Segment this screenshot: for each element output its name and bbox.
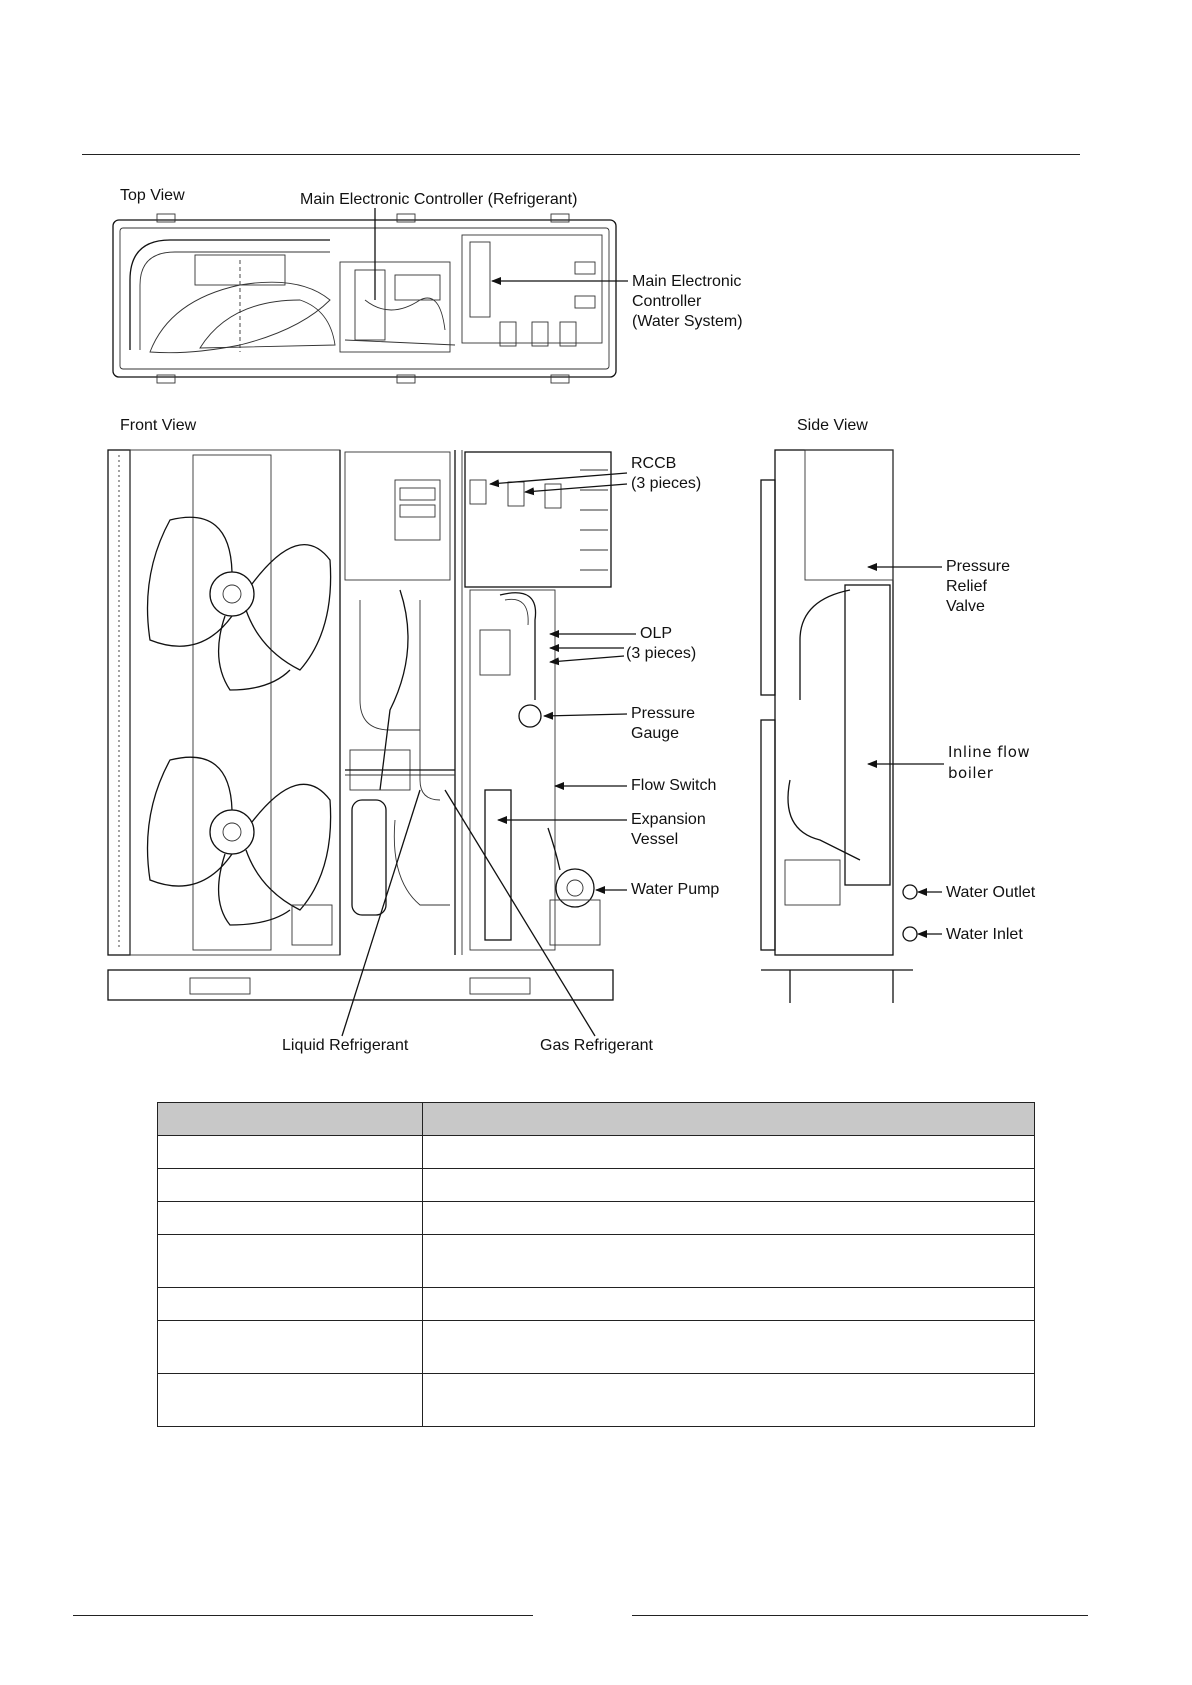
table-cell <box>157 1168 423 1202</box>
table-cell <box>157 1320 423 1374</box>
table-cell <box>422 1287 1035 1321</box>
front-view-electrical-box <box>344 451 612 588</box>
table-cell <box>422 1373 1035 1427</box>
table-header-row <box>157 1102 1035 1136</box>
front-view-base <box>107 969 614 1001</box>
table-cell <box>422 1135 1035 1169</box>
table-header-cell <box>157 1102 423 1136</box>
table-row <box>157 1168 1035 1202</box>
front-view-upper-fan <box>146 516 332 691</box>
side-view: Side View Pressure Relief Valve Inline f… <box>760 417 1036 1003</box>
spec-table <box>157 1102 1035 1427</box>
label-expansion-vessel-1: Expansion <box>631 811 706 828</box>
label-water-pump: Water Pump <box>631 881 719 898</box>
top-view-mounting-tabs <box>156 213 570 384</box>
label-olp-2: (3 pieces) <box>626 645 696 662</box>
front-view: Front View <box>107 417 719 1054</box>
table-cell <box>157 1287 423 1321</box>
label-flow-switch: Flow Switch <box>631 777 716 794</box>
label-liquid-refrigerant: Liquid Refrigerant <box>282 1037 409 1054</box>
table-cell <box>157 1234 423 1288</box>
front-view-lower-fan <box>146 756 332 926</box>
label-inline-boiler-2: boiler <box>948 764 994 782</box>
label-olp-1: OLP <box>640 625 672 642</box>
label-gas-refrigerant: Gas Refrigerant <box>540 1037 653 1054</box>
label-inline-boiler-1: Inline flow <box>948 743 1030 761</box>
label-pressure-gauge-1: Pressure <box>631 705 695 722</box>
table-row <box>157 1135 1035 1169</box>
label-pressure-relief-2: Relief <box>946 578 987 595</box>
top-view-refrigerant-controller <box>339 261 456 353</box>
header-rule <box>82 154 1080 155</box>
side-view-body <box>774 449 894 956</box>
front-view-refrigerant-piping <box>291 589 455 946</box>
label-main-controller-water-1: Main Electronic <box>632 273 741 290</box>
table-cell <box>422 1168 1035 1202</box>
label-main-controller-water-2: Controller <box>632 293 702 310</box>
table-cell <box>422 1320 1035 1374</box>
table-cell <box>422 1201 1035 1235</box>
label-water-inlet: Water Inlet <box>946 926 1023 943</box>
label-pressure-gauge-2: Gauge <box>631 725 679 742</box>
label-rccb-1: RCCB <box>631 455 676 472</box>
footer-rule-right <box>632 1615 1088 1616</box>
footer-rule-left <box>73 1615 533 1616</box>
table-header-cell <box>422 1102 1035 1136</box>
label-expansion-vessel-2: Vessel <box>631 831 678 848</box>
table-row <box>157 1373 1035 1427</box>
side-view-inline-boiler <box>844 584 891 886</box>
table-row <box>157 1287 1035 1321</box>
table-cell <box>422 1234 1035 1288</box>
front-view-title: Front View <box>120 417 197 434</box>
label-main-controller-water-3: (Water System) <box>632 313 743 330</box>
side-view-title: Side View <box>797 417 868 434</box>
top-view-title: Top View <box>120 187 185 204</box>
table-cell <box>157 1373 423 1427</box>
label-rccb-2: (3 pieces) <box>631 475 701 492</box>
label-water-outlet: Water Outlet <box>946 884 1036 901</box>
table-row <box>157 1320 1035 1374</box>
top-view: Top View <box>112 187 743 384</box>
table-row <box>157 1234 1035 1288</box>
top-view-water-controller <box>461 234 603 347</box>
table-cell <box>157 1201 423 1235</box>
front-view-water-section <box>469 589 601 951</box>
top-view-casing <box>112 219 617 378</box>
table-row <box>157 1201 1035 1235</box>
label-main-controller-refrigerant: Main Electronic Controller (Refrigerant) <box>300 191 577 208</box>
unit-component-diagram: Top View <box>107 187 1036 1054</box>
label-pressure-relief-1: Pressure <box>946 558 1010 575</box>
table-cell <box>157 1135 423 1169</box>
label-pressure-relief-3: Valve <box>946 598 985 615</box>
top-view-fan <box>129 239 336 354</box>
